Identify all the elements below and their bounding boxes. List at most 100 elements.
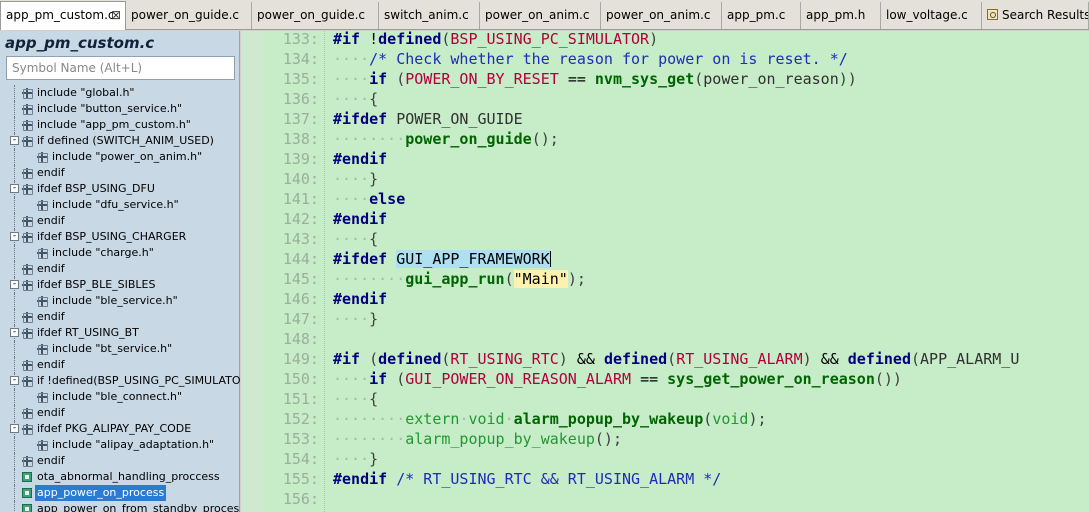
include-directive-icon bbox=[22, 104, 33, 115]
symbol-list-item[interactable]: -ifdef BSP_BLE_SIBLES bbox=[0, 277, 240, 293]
code-line[interactable]: 142:#endif bbox=[241, 209, 1089, 229]
code-line[interactable]: 144:#ifdef GUI_APP_FRAMEWORK bbox=[241, 249, 1089, 269]
line-number: 156: bbox=[282, 490, 319, 508]
code-token: POWER_ON_GUIDE bbox=[396, 110, 523, 128]
close-tab-icon[interactable]: ⊠ bbox=[110, 8, 121, 22]
tab-3[interactable]: switch_anim.c bbox=[379, 2, 480, 29]
code-line[interactable]: 155:#endif /* RT_USING_RTC && RT_USING_A… bbox=[241, 469, 1089, 489]
code-line[interactable]: 151:····{ bbox=[241, 389, 1089, 409]
collapse-toggle-icon[interactable]: - bbox=[10, 232, 19, 241]
code-editor[interactable]: 133:#if !defined(BSP_USING_PC_SIMULATOR)… bbox=[241, 31, 1089, 512]
tab-9[interactable]: Search Results bbox=[982, 2, 1089, 29]
code-token: )) bbox=[838, 70, 857, 88]
symbol-list-item[interactable]: - if !defined(BSP_USING_PC_SIMULATO bbox=[0, 373, 240, 389]
code-line[interactable]: 140:····} bbox=[241, 169, 1089, 189]
tree-line bbox=[14, 245, 15, 261]
code-line[interactable]: 152:········extern·void·alarm_popup_by_w… bbox=[241, 409, 1089, 429]
tab-0[interactable]: app_pm_custom.c⊠ bbox=[0, 1, 126, 30]
code-line[interactable]: 135:····if (POWER_ON_BY_RESET == nvm_sys… bbox=[241, 69, 1089, 89]
tab-2[interactable]: power_on_guide.c bbox=[252, 2, 379, 29]
code-line[interactable]: 139:#endif bbox=[241, 149, 1089, 169]
collapse-toggle-icon[interactable]: - bbox=[10, 184, 19, 193]
symbol-list-item[interactable]: include "dfu_service.h" bbox=[0, 197, 240, 213]
line-number: 148: bbox=[282, 330, 319, 348]
symbol-list-item[interactable]: endif bbox=[0, 453, 240, 469]
tree-line bbox=[14, 309, 15, 325]
code-line[interactable]: 154:····} bbox=[241, 449, 1089, 469]
symbol-list-item[interactable]: endif bbox=[0, 213, 240, 229]
code-token: ···· bbox=[333, 310, 370, 328]
code-token: ) bbox=[802, 350, 812, 368]
collapse-toggle-icon[interactable]: - bbox=[10, 424, 19, 433]
code-line[interactable]: 153:········alarm_popup_by_wakeup(); bbox=[241, 429, 1089, 449]
code-text: ········power_on_guide(); bbox=[333, 129, 559, 149]
code-token: RT_USING_RTC bbox=[450, 350, 559, 368]
line-number: 136: bbox=[282, 90, 319, 108]
collapse-toggle-icon[interactable]: - bbox=[10, 328, 19, 337]
symbol-list-item[interactable]: -ifdef RT_USING_BT bbox=[0, 325, 240, 341]
code-line[interactable]: 137:#ifdef POWER_ON_GUIDE bbox=[241, 109, 1089, 129]
symbol-list-item[interactable]: include "button_service.h" bbox=[0, 101, 240, 117]
symbol-list-item-label: if !defined(BSP_USING_PC_SIMULATO bbox=[37, 374, 240, 387]
code-line[interactable]: 134:····/* Check whether the reason for … bbox=[241, 49, 1089, 69]
collapse-toggle-icon[interactable]: - bbox=[10, 280, 19, 289]
tab-7[interactable]: app_pm.h bbox=[801, 2, 881, 29]
code-token: ···· bbox=[333, 70, 370, 88]
symbol-list-item[interactable]: app_power_on_process bbox=[0, 485, 240, 501]
code-token: ( bbox=[703, 410, 713, 428]
symbol-list-item[interactable]: - ifdef BSP_USING_CHARGER bbox=[0, 229, 240, 245]
symbol-list-item[interactable]: endif bbox=[0, 405, 240, 421]
code-token: ()) bbox=[874, 370, 902, 388]
code-line[interactable]: 141:····else bbox=[241, 189, 1089, 209]
symbol-list-item[interactable]: endif bbox=[0, 165, 240, 181]
tab-4[interactable]: power_on_anim.c bbox=[480, 2, 601, 29]
code-line[interactable]: 133:#if !defined(BSP_USING_PC_SIMULATOR) bbox=[241, 31, 1089, 49]
symbol-list-item-label: include "bt_service.h" bbox=[52, 342, 173, 355]
symbol-list-item[interactable]: include "global.h" bbox=[0, 85, 240, 101]
symbol-list-item[interactable]: include "ble_connect.h" bbox=[0, 389, 240, 405]
symbol-list-item[interactable]: ota_abnormal_handling_proccess bbox=[0, 469, 240, 485]
symbol-list-item-label: ifdef BSP_USING_CHARGER bbox=[37, 230, 187, 243]
code-token: gui_app_run bbox=[405, 270, 505, 288]
symbol-list-item[interactable]: -ifdef PKG_ALIPAY_PAY_CODE bbox=[0, 421, 240, 437]
symbol-list-item[interactable]: include "bt_service.h" bbox=[0, 341, 240, 357]
code-line[interactable]: 145:········gui_app_run("Main"); bbox=[241, 269, 1089, 289]
collapse-toggle-icon[interactable]: - bbox=[10, 136, 19, 145]
symbol-list-item[interactable]: include "charge.h" bbox=[0, 245, 240, 261]
code-token: { bbox=[369, 230, 379, 248]
code-token: ···· bbox=[333, 50, 370, 68]
tree-line bbox=[14, 197, 15, 213]
code-line[interactable]: 156: bbox=[241, 489, 1089, 509]
code-line[interactable]: 149:#if (defined(RT_USING_RTC) && define… bbox=[241, 349, 1089, 369]
symbol-list-item[interactable]: include "app_pm_custom.h" bbox=[0, 117, 240, 133]
symbol-list-item[interactable]: include "alipay_adaptation.h" bbox=[0, 437, 240, 453]
symbol-list-item[interactable]: app_power_on_from_standby_process bbox=[0, 501, 240, 512]
code-line[interactable]: 146:#endif bbox=[241, 289, 1089, 309]
symbol-list-item[interactable]: include "ble_service.h" bbox=[0, 293, 240, 309]
code-token: ( bbox=[911, 350, 921, 368]
symbol-list-item[interactable]: include "power_on_anim.h" bbox=[0, 149, 240, 165]
code-token: defined bbox=[847, 350, 911, 368]
symbol-search-input[interactable] bbox=[6, 56, 235, 80]
symbol-list-item[interactable]: endif bbox=[0, 309, 240, 325]
symbol-list-item-label: include "ble_connect.h" bbox=[52, 390, 183, 403]
code-line[interactable]: 136:····{ bbox=[241, 89, 1089, 109]
code-line[interactable]: 138:········power_on_guide(); bbox=[241, 129, 1089, 149]
symbol-list-item[interactable]: -if defined (SWITCH_ANIM_USED) bbox=[0, 133, 240, 149]
collapse-toggle-icon[interactable]: - bbox=[10, 376, 19, 385]
code-token: RT_USING_ALARM bbox=[676, 350, 803, 368]
tab-1[interactable]: power_on_guide.c bbox=[126, 2, 252, 29]
tab-5[interactable]: power_on_anim.c bbox=[601, 2, 722, 29]
tab-6[interactable]: app_pm.c bbox=[722, 2, 801, 29]
symbol-list-item[interactable]: - ifdef BSP_USING_DFU bbox=[0, 181, 240, 197]
symbol-list-item[interactable]: endif bbox=[0, 261, 240, 277]
symbol-list-item[interactable]: endif bbox=[0, 357, 240, 373]
tab-8[interactable]: low_voltage.c bbox=[881, 2, 982, 29]
symbol-list-item-label: ifdef BSP_USING_DFU bbox=[37, 182, 155, 195]
function-icon bbox=[22, 488, 32, 498]
code-line[interactable]: 143:····{ bbox=[241, 229, 1089, 249]
code-line[interactable]: 147:····} bbox=[241, 309, 1089, 329]
code-line[interactable]: 148: bbox=[241, 329, 1089, 349]
code-line[interactable]: 150:····if (GUI_POWER_ON_REASON_ALARM ==… bbox=[241, 369, 1089, 389]
line-number: 153: bbox=[282, 430, 319, 448]
